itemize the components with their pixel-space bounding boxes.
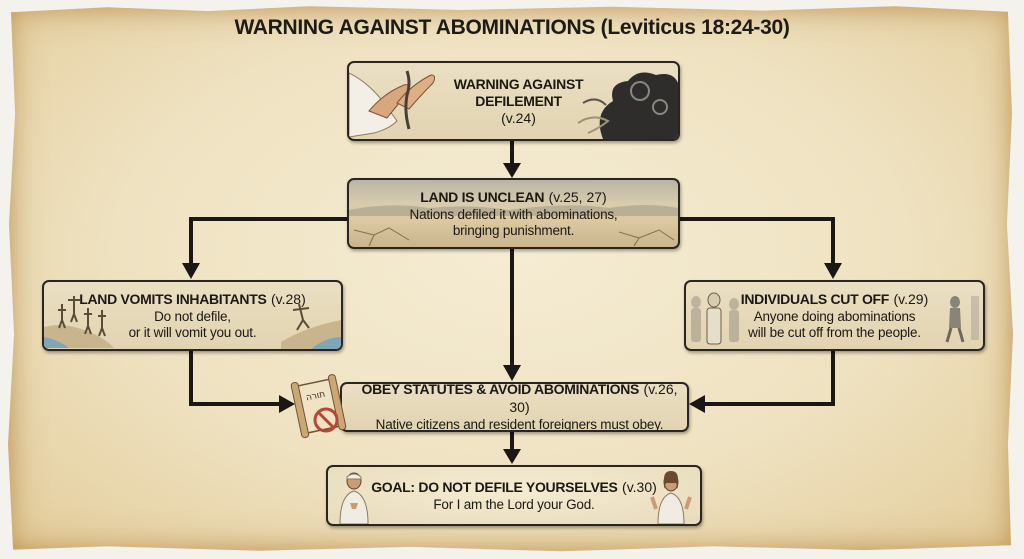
torah-scroll-icon: תורה <box>290 374 347 439</box>
prohibition-sign-icon <box>313 407 339 433</box>
node-body: Do not defile, <box>154 308 231 324</box>
verse-reference: (v.24) <box>501 110 536 126</box>
node-obey-statutes: OBEY STATUTES & AVOID ABOMINATIONS (v.26… <box>340 382 689 432</box>
node-heading: OBEY STATUTES & AVOID ABOMINATIONS <box>361 382 640 397</box>
people-expelled-icon <box>44 296 114 348</box>
lord-figure-icon <box>650 471 692 524</box>
verse-reference: (v.26, 30) <box>509 382 678 415</box>
node-heading: GOAL: DO NOT DEFILE YOURSELVES <box>371 478 618 495</box>
scroll-text: תורה <box>305 390 326 404</box>
verse-reference: (v.29) <box>893 290 929 307</box>
node-body: Native citizens and resident foreigners … <box>375 417 664 432</box>
title-reference: (Leviticus 18:24-30) <box>600 16 790 39</box>
cracked-land-icon <box>349 205 678 247</box>
node-heading: WARNING AGAINST <box>453 76 584 92</box>
node-body: will be cut off from the people. <box>748 324 921 340</box>
title-main: WARNING AGAINST ABOMINATIONS <box>234 16 596 39</box>
lone-walker-icon <box>945 296 979 343</box>
arrow-cutoff-to-obey <box>702 347 835 406</box>
hands-rejecting-icon <box>349 70 436 138</box>
arrow-land-to-cutoff <box>676 217 835 266</box>
node-body: bringing punishment. <box>452 222 575 238</box>
node-land-unclean: LAND IS UNCLEAN (v.25, 27) Nations defil… <box>347 178 680 249</box>
node-body: Nations defiled it with abominations, <box>409 206 618 222</box>
verse-reference: (v.30) <box>622 478 657 495</box>
node-goal: GOAL: DO NOT DEFILE YOURSELVES (v.30) Fo… <box>326 465 702 526</box>
node-heading: INDIVIDUALS CUT OFF <box>740 290 890 307</box>
node-body: Anyone doing abominations <box>753 308 916 324</box>
arrow-vomits-to-obey <box>189 347 282 406</box>
node-heading: DEFILEMENT <box>475 93 562 109</box>
diagram-title: WARNING AGAINST ABOMINATIONS (Leviticus … <box>0 16 1024 40</box>
crowd-icon <box>691 292 739 345</box>
node-land-vomits: LAND VOMITS INHABITANTS (v.28) Do not de… <box>42 280 343 351</box>
dark-swirls-icon <box>577 72 678 139</box>
node-individuals-cut-off: INDIVIDUALS CUT OFF (v.29) Anyone doing … <box>684 280 985 351</box>
verse-reference: (v.25, 27) <box>548 188 607 205</box>
node-body: or it will vomit you out. <box>128 324 257 340</box>
node-body: For I am the Lord your God. <box>433 496 595 512</box>
fleeing-figure-icon <box>281 303 341 349</box>
node-warning-defilement: WARNING AGAINST DEFILEMENT (v.24) <box>347 61 680 141</box>
verse-reference: (v.28) <box>270 290 306 307</box>
node-heading: LAND VOMITS INHABITANTS <box>79 290 267 307</box>
node-heading: LAND IS UNCLEAN <box>420 188 545 205</box>
praying-man-icon <box>339 472 369 524</box>
arrow-land-to-vomits <box>189 217 347 266</box>
